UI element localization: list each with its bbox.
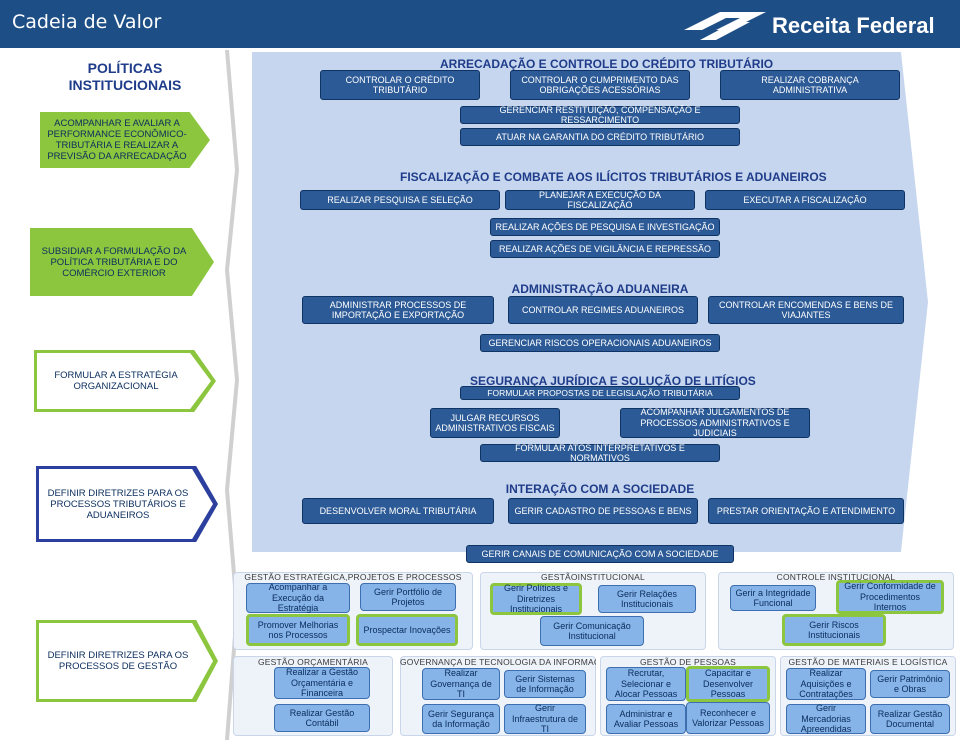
realizar-cobranca-box[interactable]: REALIZAR COBRANÇA ADMINISTRATIVA [720,70,900,100]
administrar-pessoas[interactable]: Administrar e Avaliar Pessoas [606,704,686,734]
panel-title-ti: GOVERNANÇA DE TECNOLOGIA DA INFORMAÇÃO [400,657,596,667]
panel-title-orcamentaria: GESTÃO ORÇAMENTÁRIA [257,657,369,667]
relacoes-institucionais[interactable]: Gerir Relações Institucionais [598,585,696,613]
atos-interpretativos-box[interactable]: FORMULAR ATOS INTERPRETATIVOS E NORMATIV… [480,443,720,463]
encomendas-viajantes-box[interactable]: CONTROLAR ENCOMENDAS E BENS DE VIAJANTES [708,296,904,324]
panel-title-institucional: GESTÃOINSTITUCIONAL [541,572,645,582]
fiscalizacao-title: FISCALIZAÇÃO E COMBATE AOS ILÍCITOS TRIB… [400,170,827,184]
acompanhar-julgamentos-box[interactable]: ACOMPANHAR JULGAMENTOS DE PROCESSOS ADMI… [620,407,810,438]
sistemas-informacao[interactable]: Gerir Sistemas de Informação [504,670,586,698]
integridade-funcional[interactable]: Gerir a Integridade Funcional [730,585,816,611]
left-item-estrategia[interactable]: FORMULAR A ESTRATÉGIA ORGANIZACIONAL [37,353,211,409]
left-item-gestao[interactable]: DEFINIR DIRETRIZES PARA OS PROCESSOS DE … [39,623,213,699]
panel-title-pessoas: GESTÃO DE PESSOAS [640,657,736,667]
mercadorias-apreendidas[interactable]: Gerir Mercadorias Apreendidas [786,703,866,734]
gestao-documental[interactable]: Realizar Gestão Documental [870,704,950,734]
recrutar-pessoas[interactable]: Recrutar, Selecionar e Alocar Pessoas [606,667,686,701]
pesquisa-selecao-box[interactable]: REALIZAR PESQUISA E SELEÇÃO [300,190,500,210]
panel-title-materiais: GESTÃO DE MATERIAIS E LOGÍSTICA [788,657,948,667]
capacitar-pessoas[interactable]: Capacitar e Desenvolver Pessoas [686,666,770,702]
garantia-credito-box[interactable]: ATUAR NA GARANTIA DO CRÉDITO TRIBUTÁRIO [460,128,740,146]
left-item-performance[interactable]: ACOMPANHAR E AVALIAR A PERFORMANCE ECONÔ… [40,112,210,168]
controlar-cumprimento-box[interactable]: CONTROLAR O CUMPRIMENTO DAS OBRIGAÇÕES A… [510,70,690,100]
propostas-legislacao-box[interactable]: FORMULAR PROPOSTAS DE LEGISLAÇÃO TRIBUTÁ… [460,386,740,400]
receita-logo-icon [684,12,766,40]
moral-tributaria-box[interactable]: DESENVOLVER MORAL TRIBUTÁRIA [302,498,494,524]
politicas-diretrizes[interactable]: Gerir Políticas e Diretrizes Institucion… [490,583,582,615]
controlar-credito-box[interactable]: CONTROLAR O CRÉDITO TRIBUTÁRIO [320,70,480,100]
infraestrutura-ti[interactable]: Gerir Infraestrutura de TI [504,703,586,734]
regimes-aduaneiros-box[interactable]: CONTROLAR REGIMES ADUANEIROS [508,296,698,324]
planejar-fiscalizacao-box[interactable]: PLANEJAR A EXECUÇÃO DA FISCALIZAÇÃO [505,190,695,210]
importacao-exportacao-box[interactable]: ADMINISTRAR PROCESSOS DE IMPORTAÇÃO E EX… [302,296,494,324]
vigilancia-repressao-box[interactable]: REALIZAR AÇÕES DE VIGILÂNCIA E REPRESSÃO [490,240,720,258]
gerenciar-restituicao-box[interactable]: GERENCIAR RESTITUIÇÃO, COMPENSAÇÃO E RES… [460,105,740,125]
interacao-title: INTERAÇÃO COM A SOCIEDADE [505,482,695,496]
orientacao-atendimento-box[interactable]: PRESTAR ORIENTAÇÃO E ATENDIMENTO [708,498,904,524]
executar-fiscalizacao-box[interactable]: EXECUTAR A FISCALIZAÇÃO [705,190,905,210]
cadastro-pessoas-bens-box[interactable]: GERIR CADASTRO DE PESSOAS E BENS [508,498,698,524]
arrecadacao-title: ARRECADAÇÃO E CONTROLE DO CRÉDITO TRIBUT… [440,57,774,71]
patrimonio-obras[interactable]: Gerir Patrimônio e Obras [870,670,950,698]
comunicacao-institucional[interactable]: Gerir Comunicação Institucional [540,616,644,646]
gestao-orcamentaria-financeira[interactable]: Realizar a Gestão Orçamentária e Finance… [274,667,370,699]
pesquisa-investigacao-box[interactable]: REALIZAR AÇÕES DE PESQUISA E INVESTIGAÇÃ… [490,218,720,236]
header-bar [0,0,960,48]
aquisicoes-contratacoes[interactable]: Realizar Aquisições e Contratações [786,668,866,700]
acompanhar-estrategia[interactable]: Acompanhar a Execução da Estratégia [246,582,350,613]
conformidade-procedimentos[interactable]: Gerir Conformidade de Procedimentos Inte… [836,580,944,614]
riscos-aduaneiros-box[interactable]: GERENCIAR RISCOS OPERACIONAIS ADUANEIROS [480,334,720,352]
panel-title-controle: CONTROLE INSTITUCIONAL [776,572,896,582]
seguranca-title: SEGURANÇA JURÍDICA E SOLUÇÃO DE LITÍGIOS [470,374,756,388]
left-item-politica[interactable]: SUBSIDIAR A FORMULAÇÃO DA POLÍTICA TRIBU… [30,228,214,296]
left-item-diretrizes[interactable]: DEFINIR DIRETRIZES PARA OS PROCESSOS TRI… [39,469,213,539]
logo-text: Receita Federal [772,13,935,38]
seguranca-informacao[interactable]: Gerir Segurança da Informação [422,704,500,734]
prospectar-inovacoes[interactable]: Prospectar Inovações [356,614,458,646]
portfolio-projetos[interactable]: Gerir Portfólio de Projetos [360,583,456,611]
riscos-institucionais[interactable]: Gerir Riscos Institucionais [782,614,886,646]
panel-title-estrategica: GESTÃO ESTRATÉGICA,PROJETOS E PROCESSOS [244,572,462,582]
gestao-contabil[interactable]: Realizar Gestão Contábil [274,704,370,732]
governanca-ti[interactable]: Realizar Governança de TI [422,668,500,700]
reconhecer-pessoas[interactable]: Reconhecer e Valorizar Pessoas [686,702,770,734]
canais-comunicacao-box[interactable]: GERIR CANAIS DE COMUNICAÇÃO COM A SOCIED… [466,545,734,563]
page-title: Cadeia de Valor [12,11,162,33]
aduaneira-title: ADMINISTRAÇÃO ADUANEIRA [511,282,689,296]
melhorias-processos[interactable]: Promover Melhorias nos Processos [246,614,350,646]
julgar-recursos-box[interactable]: JULGAR RECURSOS ADMINISTRATIVOS FISCAIS [430,408,560,438]
politicas-title: POLÍTICAS INSTITUCIONAIS [68,60,182,93]
